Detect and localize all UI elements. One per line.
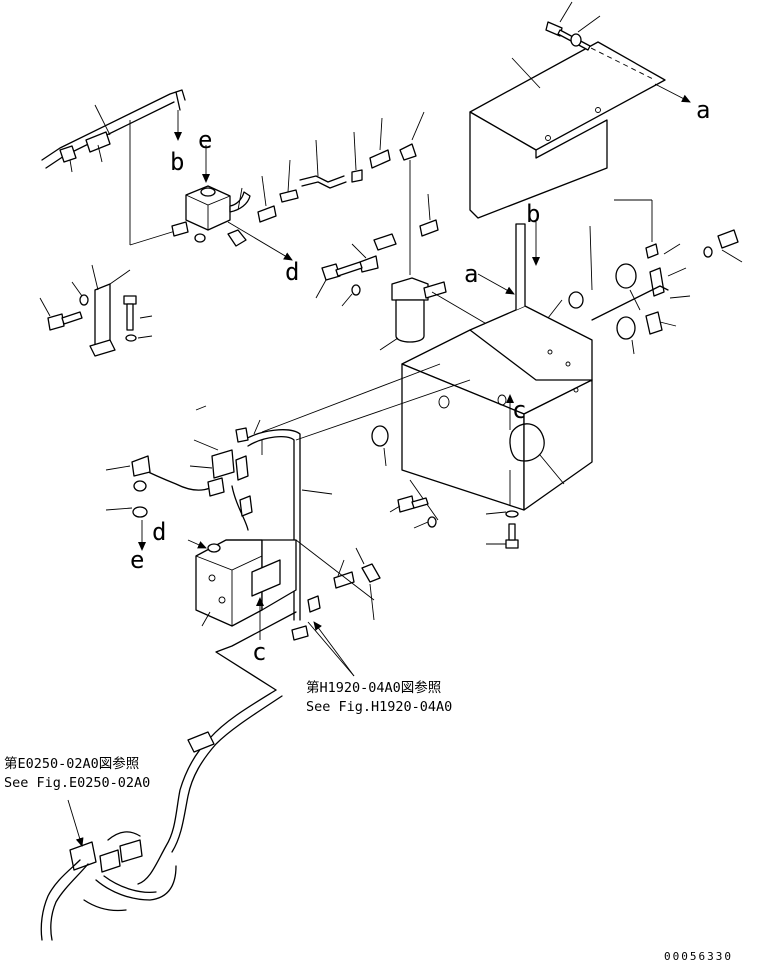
filter — [315, 261, 549, 361]
main-box — [401, 223, 593, 521]
solenoid-valve — [187, 539, 297, 640]
pipe-bracket — [41, 89, 186, 246]
lower-cable — [40, 689, 283, 941]
letter-labels: a b e d a b c d e c — [130, 96, 710, 666]
drawing-code: 00056330 — [664, 950, 733, 963]
harness — [105, 405, 333, 691]
label-c-box: c — [512, 396, 526, 424]
fittings-row — [237, 111, 439, 275]
bracket-fasteners — [39, 281, 153, 342]
top-bolt — [511, 1, 601, 89]
ref-e0250-jp: 第E0250-02A0図参照 — [4, 755, 139, 772]
label-e-top: e — [198, 126, 212, 154]
ref-h1920-en: See Fig.H1920-04A0 — [306, 699, 452, 715]
right-side-parts — [547, 199, 743, 355]
lower-fittings — [261, 363, 471, 677]
label-d-solenoid: d — [152, 518, 166, 546]
valve-block — [171, 145, 293, 261]
ref-h1920-jp: 第H1920-04A0図参照 — [306, 679, 441, 696]
cover-plate — [469, 39, 691, 219]
box-fasteners — [371, 222, 540, 549]
support-bracket — [89, 264, 131, 357]
reference-callouts: 第H1920-04A0図参照 See Fig.H1920-04A0 第E0250… — [4, 679, 733, 963]
ref-e0250-en: See Fig.E0250-02A0 — [4, 775, 150, 791]
label-a-top: a — [696, 96, 710, 124]
label-c-lower: c — [252, 638, 266, 666]
label-d-right: d — [285, 258, 299, 286]
label-b-box: b — [526, 200, 540, 228]
label-a-box: a — [464, 260, 478, 288]
label-b-left: b — [170, 148, 184, 176]
label-e-lower: e — [130, 546, 144, 574]
